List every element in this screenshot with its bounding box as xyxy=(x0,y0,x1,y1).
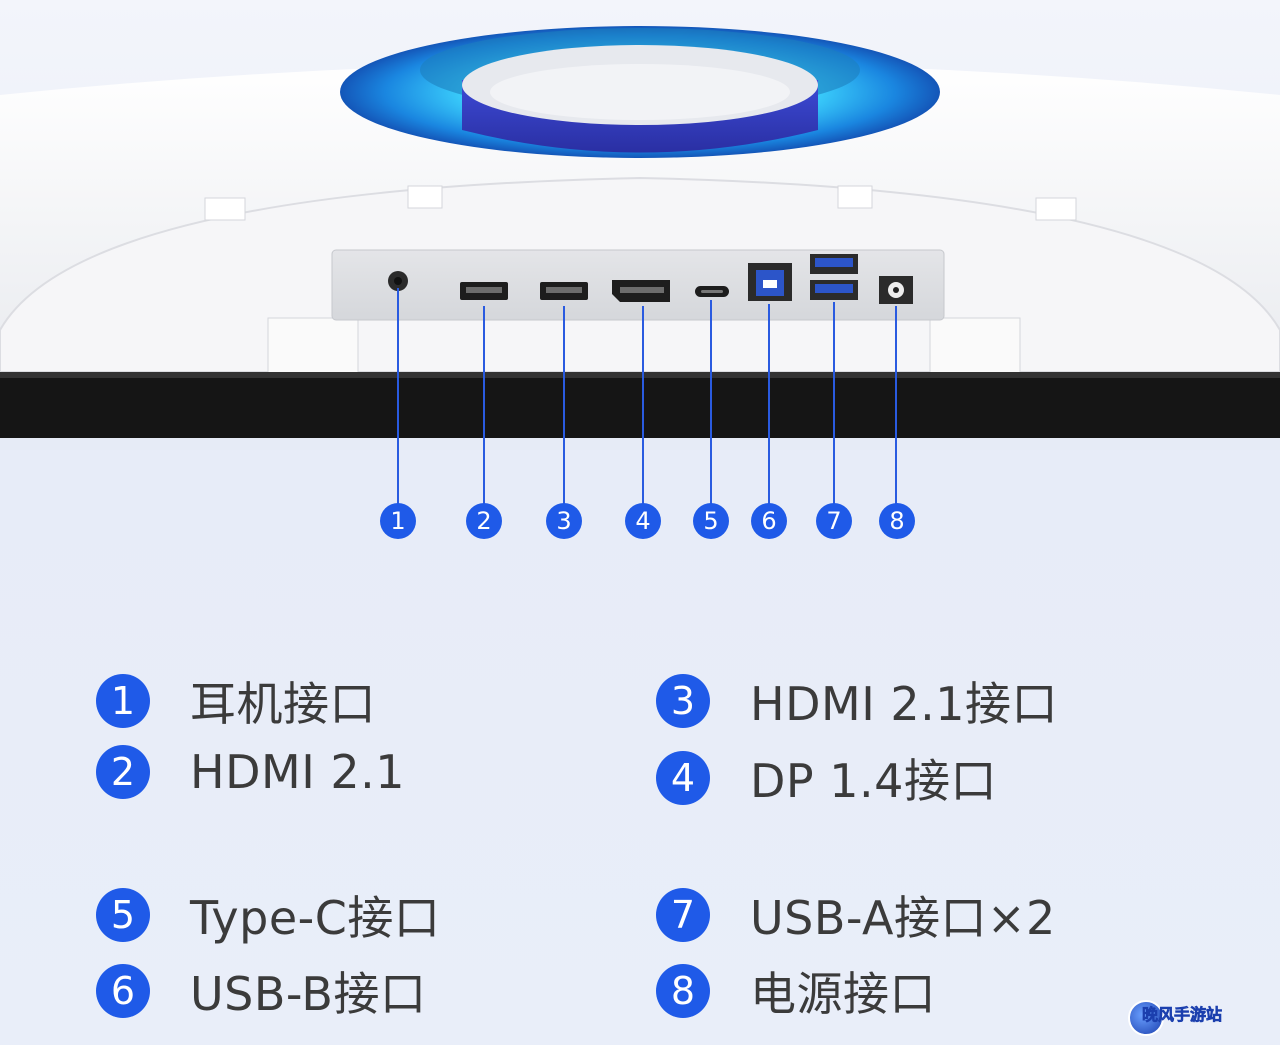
monitor-rear-photo xyxy=(0,0,1280,450)
legend-number: 8 xyxy=(656,964,710,1018)
legend-number: 4 xyxy=(656,751,710,805)
watermark-logo-icon xyxy=(1128,1000,1164,1036)
legend-item-usb-a: 7 USB-A接口×2 xyxy=(656,882,1056,948)
legend-number: 7 xyxy=(656,888,710,942)
legend-item-power: 8 电源接口 xyxy=(656,958,936,1024)
legend-item-hdmi: 2 HDMI 2.1 xyxy=(96,745,405,799)
monitor-illustration xyxy=(0,0,1280,450)
legend-number: 1 xyxy=(96,674,150,728)
legend-label: HDMI 2.1 xyxy=(190,745,406,799)
legend-number: 6 xyxy=(96,964,150,1018)
legend-label: Type-C接口 xyxy=(190,891,441,945)
watermark-text: 晚风手游站 xyxy=(1142,1005,1223,1025)
legend-label: USB-B接口 xyxy=(190,967,427,1021)
legend-item-hdmi-2: 3 HDMI 2.1接口 xyxy=(656,668,1058,734)
legend-item-headphone: 1 耳机接口 xyxy=(96,668,376,734)
legend-number: 3 xyxy=(656,674,710,728)
legend-label: 电源接口 xyxy=(750,967,936,1021)
legend-number: 5 xyxy=(96,888,150,942)
legend-item-usb-b: 6 USB-B接口 xyxy=(96,958,426,1024)
legend-label: DP 1.4接口 xyxy=(750,754,997,808)
legend-number: 2 xyxy=(96,745,150,799)
legend-item-displayport: 4 DP 1.4接口 xyxy=(656,745,997,811)
legend-label: USB-A接口×2 xyxy=(750,891,1056,945)
legend-label: HDMI 2.1接口 xyxy=(750,677,1059,731)
watermark: 晚风手游站 xyxy=(1128,999,1240,1037)
legend-label: 耳机接口 xyxy=(190,677,376,731)
legend-item-type-c: 5 Type-C接口 xyxy=(96,882,440,948)
